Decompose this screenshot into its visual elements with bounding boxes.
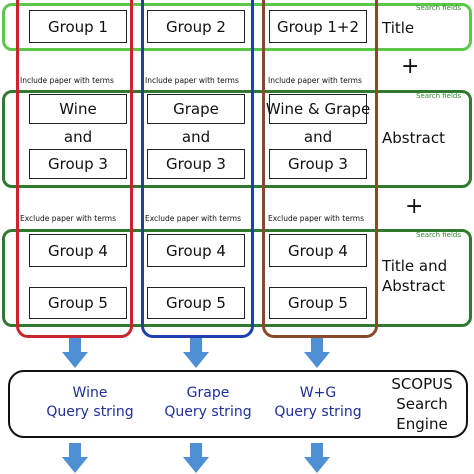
column-1-exclude-label: Exclude paper with terms bbox=[20, 214, 116, 223]
column-2-query-string: Grape Query string bbox=[154, 384, 262, 422]
column-3-group3-box: Group 3 bbox=[269, 149, 367, 179]
arrow-down-icon bbox=[62, 443, 88, 473]
plus-sign-2: + bbox=[405, 194, 424, 219]
column-1-group4-box: Group 4 bbox=[29, 234, 127, 267]
column-wine-grape-outline bbox=[262, 0, 378, 338]
column-1-abstract-term-box: Wine bbox=[29, 94, 127, 124]
scopus-engine-label: SCOPUS Search Engine bbox=[380, 374, 464, 434]
column-3-query-line-1: W+G bbox=[299, 385, 337, 401]
column-2-group3-box: Group 3 bbox=[147, 149, 245, 179]
engine-label-line-2: Search bbox=[396, 395, 448, 413]
column-2-abstract-term-box: Grape bbox=[147, 94, 245, 124]
title-abstract-row-label-line-1: Title and bbox=[382, 257, 448, 275]
title-search-band bbox=[2, 3, 472, 51]
column-3-group5-box: Group 5 bbox=[269, 287, 367, 319]
column-3-exclude-label: Exclude paper with terms bbox=[268, 214, 364, 223]
arrow-down-icon bbox=[183, 338, 209, 368]
column-1-query-line-2: Query string bbox=[46, 404, 134, 420]
abstract-search-band bbox=[2, 90, 472, 188]
column-3-query-string: W+G Query string bbox=[264, 384, 372, 422]
arrow-down-icon bbox=[304, 443, 330, 473]
column-2-and-label: and bbox=[181, 128, 211, 146]
abstract-band-search-fields-label: Search fields bbox=[416, 92, 462, 100]
exclude-band-search-fields-label: Search fields bbox=[416, 231, 462, 239]
search-engine-box bbox=[8, 370, 468, 438]
column-1-title-box: Group 1 bbox=[29, 10, 127, 43]
column-2-query-line-1: Grape bbox=[186, 385, 230, 401]
arrow-down-icon bbox=[304, 338, 330, 368]
plus-sign-1: + bbox=[401, 54, 420, 79]
column-3-and-label: and bbox=[303, 128, 333, 146]
column-2-query-line-2: Query string bbox=[164, 404, 252, 420]
column-1-and-label: and bbox=[63, 128, 93, 146]
column-grape-outline bbox=[141, 0, 254, 338]
column-1-group3-box: Group 3 bbox=[29, 149, 127, 179]
column-1-query-string: Wine Query string bbox=[36, 384, 144, 422]
engine-label-line-3: Engine bbox=[396, 415, 448, 433]
column-1-query-line-1: Wine bbox=[72, 385, 108, 401]
column-3-title-box: Group 1+2 bbox=[269, 10, 367, 43]
column-2-group5-box: Group 5 bbox=[147, 287, 245, 319]
column-3-query-line-2: Query string bbox=[274, 404, 362, 420]
column-wine-outline bbox=[16, 0, 133, 338]
column-3-include-label: Include paper with terms bbox=[268, 76, 362, 85]
column-2-include-label: Include paper with terms bbox=[145, 76, 239, 85]
column-2-exclude-label: Exclude paper with terms bbox=[145, 214, 241, 223]
arrow-down-icon bbox=[183, 443, 209, 473]
title-abstract-search-band bbox=[2, 229, 472, 327]
column-1-include-label: Include paper with terms bbox=[20, 76, 114, 85]
title-row-label: Title bbox=[382, 19, 415, 37]
title-abstract-row-label: Title and Abstract bbox=[382, 256, 447, 296]
column-1-group5-box: Group 5 bbox=[29, 287, 127, 319]
column-2-title-box: Group 2 bbox=[147, 10, 245, 43]
title-band-search-fields-label: Search fields bbox=[416, 4, 462, 12]
title-abstract-row-label-line-2: Abstract bbox=[382, 277, 445, 295]
arrow-down-icon bbox=[62, 338, 88, 368]
column-3-group4-box: Group 4 bbox=[269, 234, 367, 267]
abstract-row-label: Abstract bbox=[382, 129, 445, 147]
engine-label-line-1: SCOPUS bbox=[391, 375, 453, 393]
column-2-group4-box: Group 4 bbox=[147, 234, 245, 267]
column-3-abstract-term-box: Wine & Grape bbox=[266, 94, 370, 124]
